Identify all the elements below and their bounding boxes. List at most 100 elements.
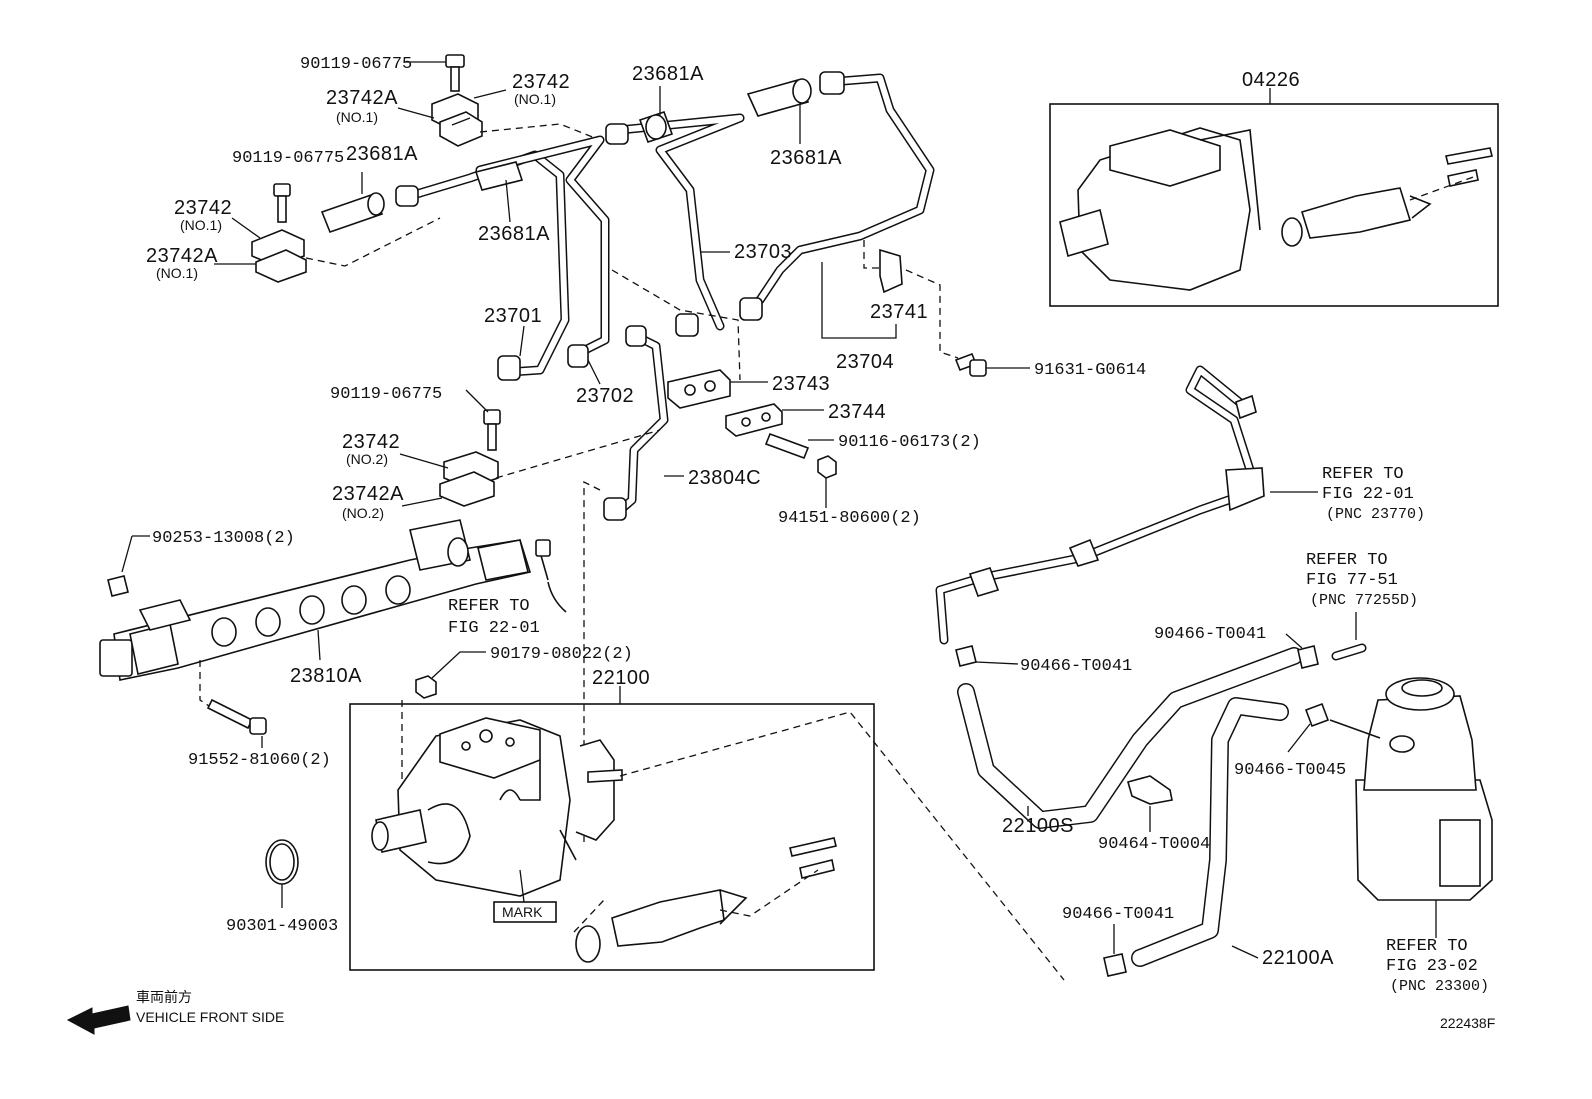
label-22100s: 22100S	[1002, 815, 1074, 837]
label-90466-a: 90466-T0041	[1020, 657, 1132, 676]
nut-icon	[395, 185, 419, 207]
ref2-line3: (PNC 23770)	[1326, 506, 1425, 523]
part-labels: 90119-06775 23742 (NO.1) 23742A (NO.1) 2…	[146, 55, 1495, 1031]
clamp-icon	[879, 248, 903, 294]
clip-icon	[1103, 953, 1127, 977]
label-94151: 94151-80600(2)	[778, 509, 921, 528]
label-91552: 91552-81060(2)	[188, 751, 331, 770]
label-23742-no2-sub: (NO.2)	[346, 451, 388, 467]
label-23743: 23743	[772, 373, 830, 395]
label-23703: 23703	[734, 241, 792, 263]
ref4-line3: (PNC 23300)	[1390, 978, 1489, 995]
ref2-line2: FIG 22-01	[1322, 485, 1414, 504]
label-90301: 90301-49003	[226, 917, 338, 936]
common-rail	[99, 519, 567, 748]
clamp-group-no2	[399, 389, 661, 507]
label-90253: 90253-13008(2)	[152, 529, 295, 548]
label-23742a-no2: 23742A	[332, 483, 404, 505]
ref1-line2: FIG 22-01	[448, 619, 540, 638]
sleeve-icon	[638, 110, 674, 144]
label-90119-top: 90119-06775	[300, 55, 412, 74]
nut-icon	[817, 455, 837, 479]
label-23701: 23701	[484, 305, 542, 327]
stud-icon	[789, 837, 837, 857]
inset-04226	[1049, 88, 1499, 307]
label-22100: 22100	[592, 667, 650, 689]
nut-icon	[819, 71, 845, 95]
pipe-23804c	[583, 325, 684, 842]
label-23741: 23741	[870, 301, 928, 323]
label-icon	[1439, 819, 1481, 887]
label-23742a-top-sub: (NO.1)	[336, 109, 378, 125]
hoses	[955, 612, 1367, 977]
clip-icon	[1304, 702, 1330, 728]
bracket-icon	[667, 369, 731, 409]
label-23681a-left: 23681A	[346, 143, 418, 165]
label-23704: 23704	[836, 351, 894, 373]
bushing-icon	[107, 575, 129, 597]
direction-japanese: 車両前方	[136, 989, 192, 1005]
nut-icon	[497, 355, 521, 381]
ref3-line1: REFER TO	[1306, 551, 1388, 570]
sleeve-icon	[474, 161, 524, 191]
nut-icon	[415, 675, 437, 699]
injection-pipes	[395, 71, 1030, 385]
bolt-icon	[954, 352, 987, 377]
clamp-icon	[439, 451, 499, 507]
sleeve-icon	[746, 78, 812, 117]
label-90119-low: 90119-06775	[330, 385, 442, 404]
label-23742-left: 23742	[174, 197, 232, 219]
label-90116: 90116-06173(2)	[838, 433, 981, 452]
label-23810a: 23810A	[290, 665, 362, 687]
label-23681a-center: 23681A	[478, 223, 550, 245]
sensor-icon	[99, 639, 133, 677]
label-23742a-left: 23742A	[146, 245, 218, 267]
label-23742-no2: 23742	[342, 431, 400, 453]
label-23744: 23744	[828, 401, 886, 423]
o-ring-icon	[575, 925, 601, 963]
label-23742-top: 23742	[512, 71, 570, 93]
ref4-line1: REFER TO	[1386, 937, 1468, 956]
fuel-filter	[1329, 677, 1493, 938]
label-91631: 91631-G0614	[1034, 361, 1146, 380]
inset-frame	[1049, 103, 1499, 307]
clamp-group-left	[214, 172, 441, 283]
label-mark: MARK	[502, 904, 543, 920]
return-pipe	[935, 365, 1318, 645]
direction-indicator: 車両前方 VEHICLE FRONT SIDE	[66, 989, 284, 1035]
clamp-group-top	[397, 54, 601, 147]
label-23742a-left-sub: (NO.1)	[156, 265, 198, 281]
supply-pump-assembly	[349, 651, 1065, 981]
bolt-icon	[799, 859, 835, 879]
clamp-icon	[431, 93, 483, 147]
bolt-icon	[483, 409, 501, 451]
ref1-line1: REFER TO	[448, 597, 530, 616]
label-90119-mid: 90119-06775	[232, 149, 344, 168]
ref3-line3: (PNC 77255D)	[1310, 592, 1418, 609]
mark-box	[493, 901, 557, 923]
label-23742-top-sub: (NO.1)	[514, 91, 556, 107]
direction-english: VEHICLE FRONT SIDE	[136, 1009, 284, 1025]
bracket-icon	[725, 403, 783, 437]
label-23742a-no2-sub: (NO.2)	[342, 505, 384, 521]
clamp-icon	[251, 229, 307, 283]
bolt-icon	[206, 698, 267, 735]
clip-icon	[955, 645, 977, 667]
label-90466-c: 90466-T0041	[1062, 905, 1174, 924]
nut-icon	[675, 313, 699, 337]
valve-icon	[611, 889, 725, 947]
label-23681a-top: 23681A	[632, 63, 704, 85]
label-90466-t0045: 90466-T0045	[1234, 761, 1346, 780]
clip-icon	[1127, 775, 1173, 805]
bolt-icon	[445, 54, 465, 92]
ref3-line2: FIG 77-51	[1306, 571, 1398, 590]
arrow-left-icon	[66, 1005, 131, 1035]
label-90466-b: 90466-T0041	[1154, 625, 1266, 644]
clip-icon	[1297, 645, 1319, 669]
ref2-line1: REFER TO	[1322, 465, 1404, 484]
label-90179: 90179-08022(2)	[490, 645, 633, 664]
label-04226: 04226	[1242, 69, 1300, 91]
stud-icon	[764, 432, 810, 460]
nut-icon	[739, 297, 763, 321]
reference-notes: REFER TO FIG 22-01 REFER TO FIG 22-01 (P…	[448, 465, 1489, 995]
